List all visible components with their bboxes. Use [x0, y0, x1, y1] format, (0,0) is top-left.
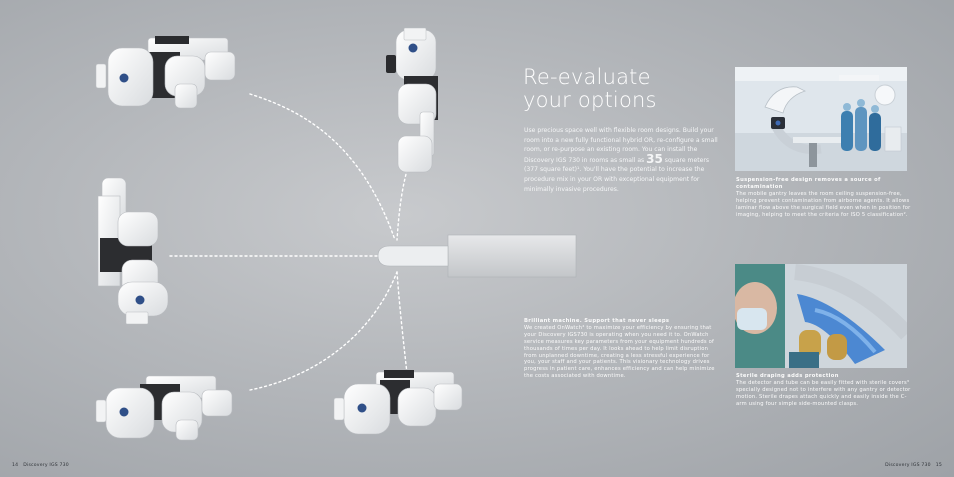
path-top-right	[396, 159, 411, 241]
footer-right: Discovery IGS 730 15	[885, 463, 942, 468]
headline-line-1: Re-evaluate	[523, 65, 651, 89]
gantry-middle-left	[97, 177, 169, 325]
footer-title-right: Discovery IGS 730	[885, 463, 931, 468]
gantry-bottom-right	[333, 370, 463, 435]
intro-paragraph: Use precious space well with flexible ro…	[524, 126, 720, 194]
page-number-left: 14	[12, 463, 19, 468]
onwatch-body: We created OnWatch⁴ to maximize your eff…	[524, 324, 715, 380]
path-bottom-right	[396, 271, 409, 383]
path-bottom-left	[249, 271, 398, 391]
page-headline: Re-evaluate your options	[523, 66, 723, 112]
intro-text-before: Use precious space well with flexible ro…	[524, 127, 718, 164]
hybrid-or-photo	[735, 67, 907, 171]
draping-title: Sterile draping adds protection	[736, 373, 839, 379]
suspension-caption: Suspension-free design removes a source …	[736, 177, 912, 218]
room-size-number: 35	[646, 151, 663, 166]
intro-text-after: square meters (377 square feet)¹. You'll…	[524, 156, 710, 193]
footer-left: 14 Discovery IGS 730	[12, 463, 69, 468]
gantry-top-left	[95, 36, 236, 109]
draping-body: The detector and tube can be easily fitt…	[736, 379, 911, 407]
table-extension	[377, 245, 449, 267]
onwatch-section: Brilliant machine. Support that never sl…	[524, 318, 716, 380]
headline-line-2: your options	[523, 88, 657, 112]
suspension-title: Suspension-free design removes a source …	[736, 177, 881, 190]
patient-table	[377, 234, 577, 278]
path-top-left	[249, 93, 396, 241]
footer-title-left: Discovery IGS 730	[23, 463, 69, 468]
gantry-bottom-left	[95, 375, 233, 441]
sterile-draping-photo	[735, 264, 907, 368]
onwatch-title: Brilliant machine. Support that never sl…	[524, 318, 670, 324]
page-number-right: 15	[935, 463, 942, 468]
suspension-body: The mobile gantry leaves the room ceilin…	[736, 190, 911, 218]
motion-paths	[169, 93, 411, 391]
gantry-top-right	[386, 27, 438, 173]
draping-caption: Sterile draping adds protection The dete…	[736, 373, 912, 408]
table-top	[447, 234, 577, 278]
